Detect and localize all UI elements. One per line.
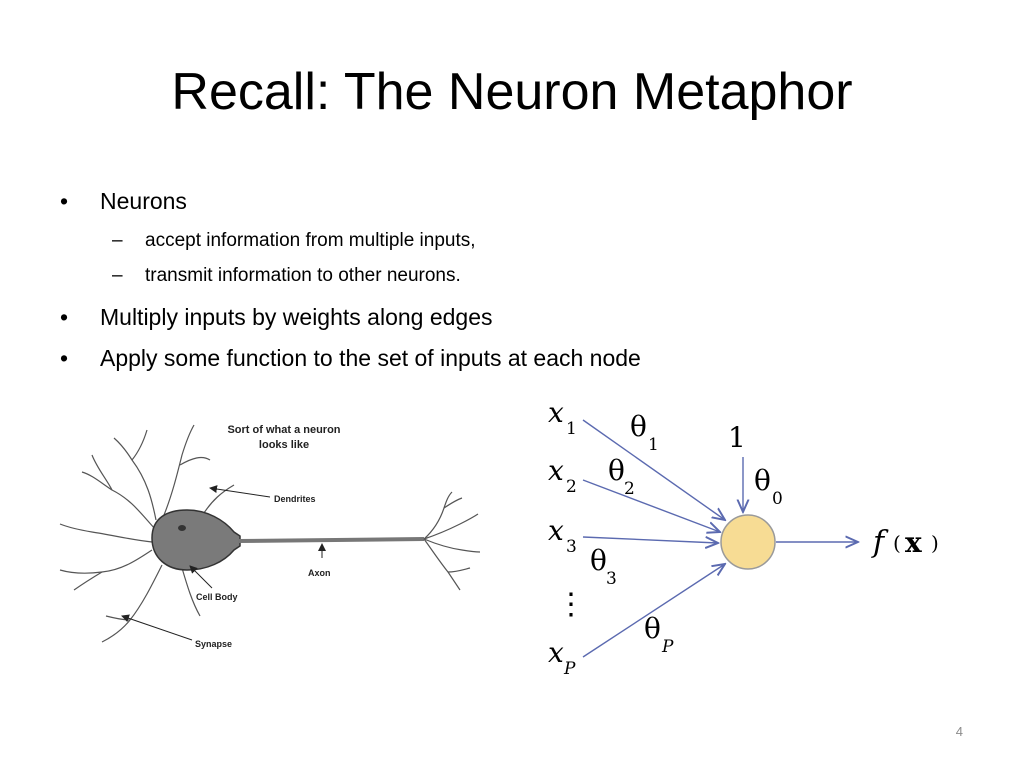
neuron-caption-line2: looks like [259,439,309,451]
bullet-mark: • [60,188,69,214]
bullet-mark: • [60,304,69,330]
axon-terminals [423,491,481,591]
input-x2-subscript: 2 [566,477,577,497]
label-dendrites: Dendrites [274,494,316,504]
dendrites-pointer [209,485,271,498]
weight-theta1: θ [630,410,647,443]
subbullet-mark: – [112,230,123,251]
axon [237,537,425,543]
output-x: x [905,526,922,559]
input-x3: x [548,514,564,547]
output-paren-close: ) [931,531,939,555]
label-axon: Axon [308,568,331,578]
output-paren-open: ( [893,531,901,555]
input-x3-subscript: 3 [566,537,577,557]
input-xp-subscript: P [563,659,576,679]
bullet-mark: • [60,345,69,371]
input-ellipsis: ⋮ [556,587,586,622]
page-number: 4 [955,724,963,739]
synapse-pointer [121,614,193,641]
neuron-caption-line1: Sort of what a neuron [227,424,340,436]
nucleus [178,525,186,531]
cell-body [151,509,241,571]
bullet-text: Multiply inputs by weights along edges [100,304,493,330]
label-cell-body: Cell Body [196,592,238,602]
input-xp: x [548,636,564,669]
input-edges [582,419,858,658]
weight-theta2: θ [608,454,625,487]
bullet-text: Neurons [100,188,187,214]
label-synapse: Synapse [195,639,232,649]
edge-x3 [582,537,718,543]
summation-node [720,514,776,570]
edge-x1 [582,419,725,520]
input-x2: x [548,454,564,487]
bias-weight: θ [754,464,771,497]
input-x1: x [548,396,564,429]
output-function: f [871,525,889,560]
bias-weight-subscript: 0 [772,489,783,509]
input-x1-subscript: 1 [566,419,577,439]
edge-x2 [582,479,720,532]
weight-theta3-subscript: 3 [606,569,617,589]
subbullet-mark: – [112,265,123,286]
weight-theta2-subscript: 2 [624,479,635,499]
bias-input: 1 [728,421,746,454]
bullet-text: Apply some function to the set of inputs… [100,345,641,371]
weight-thetap: θ [644,612,661,645]
perceptron-diagram: x 1 x 2 x 3 ⋮ x P θ 1 θ 2 θ 3 θ P 1 θ 0 … [548,396,939,679]
weight-theta1-subscript: 1 [648,435,659,455]
weight-theta3: θ [590,544,607,577]
neuron-illustration: Sort of what a neuron looks like Dendrit… [59,424,481,649]
weight-thetap-subscript: P [661,637,674,657]
subbullet-text: accept information from multiple inputs, [145,230,476,251]
cell-body-pointer [189,565,213,589]
slide-title: Recall: The Neuron Metaphor [171,63,853,121]
subbullet-text: transmit information to other neurons. [145,265,461,286]
edge-xp [582,564,725,658]
